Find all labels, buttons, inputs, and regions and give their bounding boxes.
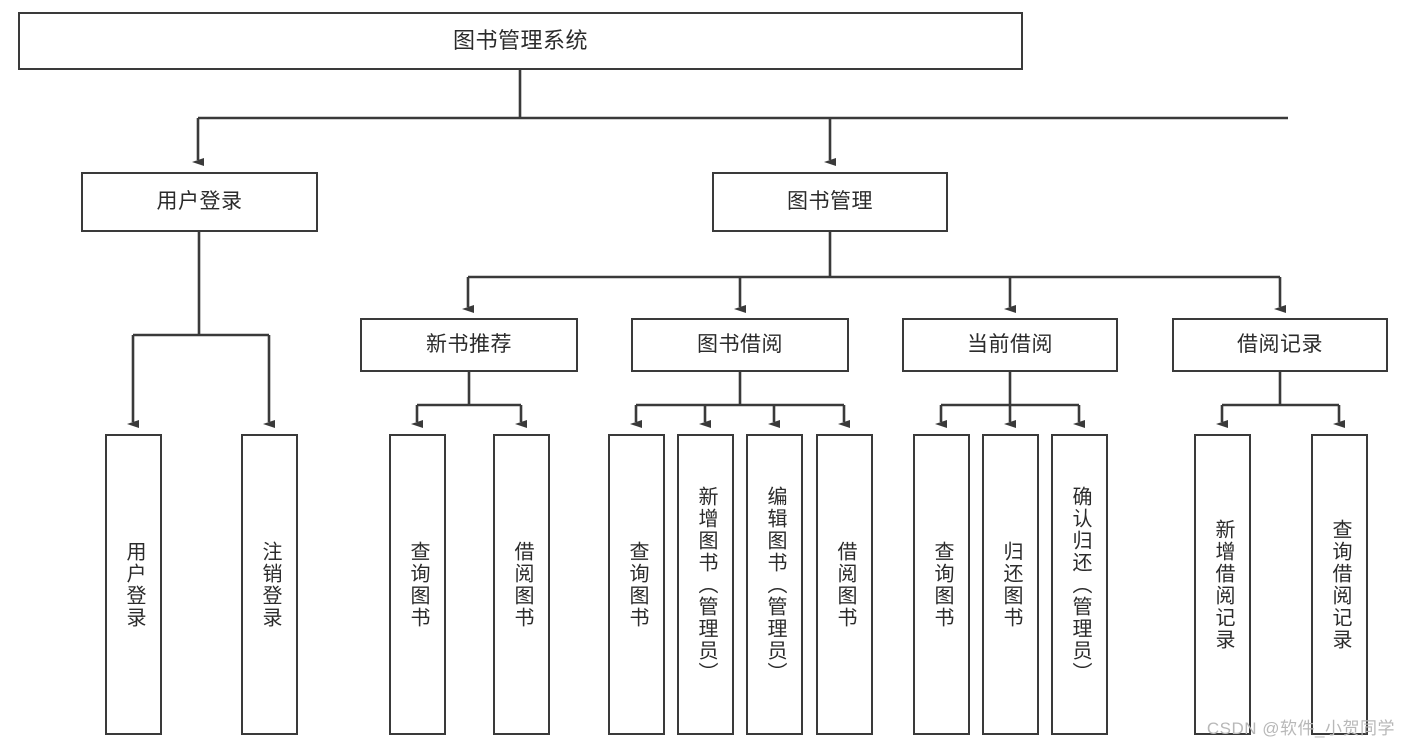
leaf-borrow-record-add[interactable]: 新增借阅记录 [1194, 434, 1251, 735]
leaf-book-borrow-edit[interactable]: 编辑图书（管理员） [746, 434, 803, 735]
node-label: 查询图书 [407, 540, 429, 629]
watermark-csdn: CSDN @软件_小贺同学 [1206, 719, 1395, 738]
leaf-user-login-login[interactable]: 用户登录 [105, 434, 162, 735]
node-label: 注销登录 [259, 540, 281, 629]
node-label: 借阅图书 [511, 540, 533, 629]
node-label: 查询图书 [931, 540, 953, 629]
node-label: 归还图书 [1000, 540, 1022, 629]
leaf-user-login-logout[interactable]: 注销登录 [241, 434, 298, 735]
node-label: 确认归还（管理员） [1069, 485, 1091, 684]
node-label: 图书管理系统 [452, 27, 588, 53]
node-label: 当前借阅 [967, 333, 1053, 357]
node-label: 图书管理 [787, 190, 873, 214]
node-borrow-record[interactable]: 借阅记录 [1172, 318, 1388, 372]
node-label: 查询图书 [626, 540, 648, 629]
leaf-current-borrow-query[interactable]: 查询图书 [913, 434, 970, 735]
leaf-book-borrow-query[interactable]: 查询图书 [608, 434, 665, 735]
node-label: 查询借阅记录 [1329, 518, 1351, 651]
node-user-login[interactable]: 用户登录 [81, 172, 318, 232]
leaf-new-book-borrow[interactable]: 借阅图书 [493, 434, 550, 735]
node-label: 用户登录 [123, 540, 145, 629]
node-label: 借阅图书 [834, 540, 856, 629]
node-label: 借阅记录 [1237, 333, 1323, 357]
node-label: 新增图书（管理员） [695, 485, 717, 684]
leaf-current-borrow-confirm-return[interactable]: 确认归还（管理员） [1051, 434, 1108, 735]
node-label: 新书推荐 [426, 333, 512, 357]
node-current-borrow[interactable]: 当前借阅 [902, 318, 1118, 372]
leaf-book-borrow-add[interactable]: 新增图书（管理员） [677, 434, 734, 735]
leaf-current-borrow-return[interactable]: 归还图书 [982, 434, 1039, 735]
node-label: 新增借阅记录 [1212, 518, 1234, 651]
leaf-borrow-record-query[interactable]: 查询借阅记录 [1311, 434, 1368, 735]
leaf-new-book-query[interactable]: 查询图书 [389, 434, 446, 735]
node-book-borrow[interactable]: 图书借阅 [631, 318, 849, 372]
node-book-management[interactable]: 图书管理 [712, 172, 948, 232]
node-label: 图书借阅 [697, 333, 783, 357]
node-label: 用户登录 [156, 190, 243, 214]
node-root-system[interactable]: 图书管理系统 [18, 12, 1023, 70]
node-new-book-recommend[interactable]: 新书推荐 [360, 318, 578, 372]
leaf-book-borrow-borrow[interactable]: 借阅图书 [816, 434, 873, 735]
node-label: 编辑图书（管理员） [764, 485, 786, 684]
